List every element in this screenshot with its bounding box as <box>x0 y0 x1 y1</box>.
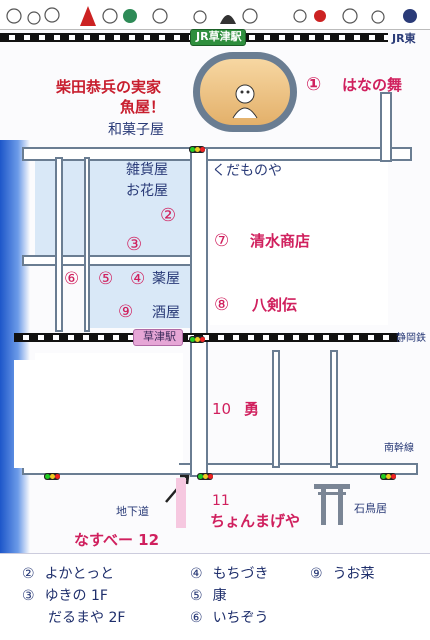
birthplace-label-line2: 魚屋！ <box>120 98 166 116</box>
road-vertical-block-a <box>272 350 280 468</box>
marker-10: 10 <box>212 400 232 418</box>
fruit-shop-label: くだものや <box>212 163 282 179</box>
blank-area <box>14 360 179 468</box>
ishitorii-label: 石鳥居 <box>354 502 387 515</box>
kusatsu-railway <box>14 333 399 342</box>
birthplace-label-line1: 柴田恭兵の実家 <box>56 78 162 96</box>
underpass-pink-bar <box>176 478 186 528</box>
road-horizontal-1 <box>22 147 412 161</box>
marker-3: ③ <box>126 234 143 255</box>
shimizu-label: 清水商店 <box>250 232 311 250</box>
pharmacy-label: 薬屋 <box>152 271 180 287</box>
marker-1: ① <box>306 74 322 95</box>
marker-9: ⑨ <box>118 302 134 322</box>
zakka-label: 雑貨屋 <box>126 162 168 178</box>
road-vertical-left <box>55 157 63 332</box>
marker-6: ⑥ <box>64 269 80 289</box>
marker-5: ⑤ <box>98 269 114 289</box>
marker-7: ⑦ <box>214 231 230 251</box>
road-horizontal-2 <box>22 255 192 266</box>
block-top-left <box>88 157 190 255</box>
block-narrow-1 <box>35 157 57 255</box>
marker-8: ⑧ <box>214 295 230 315</box>
nankansen-label: 南幹線 <box>384 443 414 454</box>
yatsurugiden-label: 八剣伝 <box>252 296 298 314</box>
road-vertical-block-b <box>330 350 338 468</box>
jr-station-box <box>190 29 246 46</box>
rail-line-label: 静岡鉄 <box>396 333 426 344</box>
torii-gate-icon <box>314 484 350 525</box>
traffic-light-5 <box>380 473 396 480</box>
road-vertical-main <box>190 147 208 477</box>
traffic-light-1 <box>189 146 205 153</box>
legend-item-3b: だるまや 2F <box>48 610 126 626</box>
traffic-light-4 <box>197 473 213 480</box>
hananomai-label: はなの舞 <box>342 76 403 94</box>
nasupe-label: なすべー 12 <box>74 531 160 549</box>
marker-11: 11 <box>212 493 230 509</box>
flower-shop-label: お花屋 <box>126 183 168 199</box>
kusatsu-station-label: 草津駅 <box>143 330 176 343</box>
mascot-illustration <box>232 84 258 119</box>
liquor-label: 酒屋 <box>152 305 180 321</box>
wagashi-label: 和菓子屋 <box>108 122 164 138</box>
block-mid-left <box>88 266 190 328</box>
jr-station-label: JR草津駅 <box>196 30 242 43</box>
traffic-light-3 <box>44 473 60 480</box>
road-vertical-right <box>380 92 392 162</box>
jr-line-label: JR東 <box>392 32 416 45</box>
marker-4: ④ <box>130 269 146 289</box>
traffic-light-2 <box>189 336 205 343</box>
underpass-label: 地下道 <box>116 505 149 518</box>
marker-2: ② <box>160 205 177 226</box>
block-narrow-2 <box>62 157 84 255</box>
kusatsu-station-box <box>133 329 183 346</box>
road-vertical-shop <box>84 157 90 332</box>
chonmageya-label: ちょんまげや <box>210 512 301 530</box>
block-shop-right <box>210 157 388 325</box>
isami-label: 勇 <box>244 400 260 418</box>
decoration-strip <box>0 0 430 30</box>
legend-panel <box>0 553 430 640</box>
